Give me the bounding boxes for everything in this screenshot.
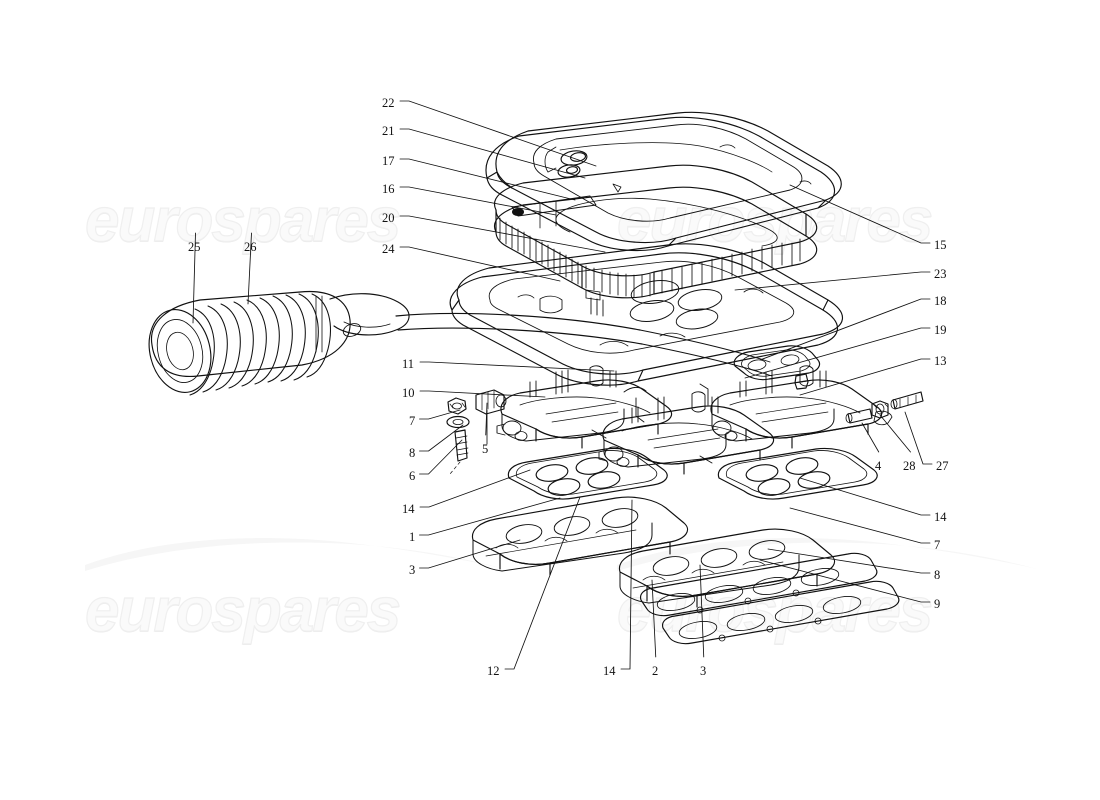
callout-leader-19 xyxy=(744,327,931,379)
callout-leader-8 xyxy=(419,424,464,452)
stud-part-6 xyxy=(449,429,469,475)
nut-part-28 xyxy=(871,400,889,419)
carburettor-right xyxy=(710,365,893,449)
callout-number-27: 27 xyxy=(936,459,949,473)
callout-leader-14 xyxy=(620,499,633,670)
callout-leader-13 xyxy=(799,358,931,396)
callout-leader-7 xyxy=(419,409,461,420)
callout-number-3: 3 xyxy=(409,563,416,577)
watermark-swoosh xyxy=(85,538,505,571)
callout-leader-15 xyxy=(789,184,931,244)
callout-leader-3 xyxy=(419,539,521,569)
watermark-swoosh xyxy=(617,538,1037,571)
tube-part-4 xyxy=(845,408,873,424)
nut-part-7 xyxy=(447,397,467,415)
callout-number-3: 3 xyxy=(700,664,707,678)
throttle-linkage xyxy=(591,383,713,464)
callout-number-12: 12 xyxy=(487,664,500,678)
carb-base-gasket-right xyxy=(717,447,878,500)
callout-number-8: 8 xyxy=(934,568,941,582)
callout-number-14: 14 xyxy=(603,664,616,678)
callout-leader-3 xyxy=(699,564,705,658)
air-cleaner-base-pan xyxy=(449,243,843,386)
callout-leader-10 xyxy=(419,390,546,398)
callout-number-16: 16 xyxy=(382,182,395,196)
callout-number-2: 2 xyxy=(652,664,659,678)
callout-number-17: 17 xyxy=(382,154,395,168)
callout-number-4: 4 xyxy=(875,459,882,473)
spacer-tube-part-27 xyxy=(890,391,924,410)
carburettor-centre xyxy=(598,391,775,475)
carb-base-gasket-left xyxy=(507,447,668,500)
callout-leader-18 xyxy=(759,298,931,361)
callout-leader-22 xyxy=(399,100,597,167)
callout-leader-8 xyxy=(767,548,931,574)
callout-leader-28 xyxy=(879,414,911,453)
callout-leader-14 xyxy=(799,477,931,516)
callout-number-22: 22 xyxy=(382,96,395,110)
callout-leader-4 xyxy=(861,422,880,453)
carburettor-left xyxy=(496,365,673,449)
washer-part-8 xyxy=(446,415,470,429)
air-intake-hose xyxy=(148,290,773,396)
callout-number-13: 13 xyxy=(934,354,947,368)
callout-number-5: 5 xyxy=(482,442,489,456)
callout-number-23: 23 xyxy=(934,267,947,281)
callout-leader-9 xyxy=(759,559,931,603)
callout-number-19: 19 xyxy=(934,323,947,337)
callout-number-7: 7 xyxy=(409,414,416,428)
callout-leader-5 xyxy=(485,402,488,436)
callout-number-28: 28 xyxy=(903,459,916,473)
callout-number-15: 15 xyxy=(934,238,947,252)
callout-number-24: 24 xyxy=(382,242,395,256)
callout-number-20: 20 xyxy=(382,211,395,225)
callout-leader-20 xyxy=(399,215,606,253)
manifold-gasket-upper xyxy=(639,552,878,617)
callout-number-8: 8 xyxy=(409,446,416,460)
callout-leader-21 xyxy=(399,128,586,179)
callout-number-14: 14 xyxy=(402,502,415,516)
callout-leader-1 xyxy=(419,497,561,536)
callout-leader-25 xyxy=(192,232,196,324)
callout-leader-12 xyxy=(504,496,581,670)
intake-manifold-right xyxy=(618,528,836,608)
callout-leader-24 xyxy=(399,246,561,282)
manifold-gasket-lower xyxy=(661,580,900,645)
callout-leader-27 xyxy=(904,411,933,465)
callout-leader-2 xyxy=(651,579,657,658)
callout-number-9: 9 xyxy=(934,597,941,611)
callout-number-21: 21 xyxy=(382,124,395,138)
callout-leader-6 xyxy=(419,439,463,475)
callout-number-26: 26 xyxy=(244,240,257,254)
callout-number-25: 25 xyxy=(188,240,201,254)
callout-leader-26 xyxy=(247,232,252,305)
callout-number-1: 1 xyxy=(409,530,416,544)
callout-leader-16 xyxy=(399,186,557,216)
callout-leader-17 xyxy=(399,158,576,201)
callout-leader-7 xyxy=(789,507,931,544)
carb-top-gasket xyxy=(733,345,821,381)
callout-leader-11 xyxy=(419,361,615,372)
callout-number-7: 7 xyxy=(934,538,941,552)
callout-number-11: 11 xyxy=(402,357,415,371)
callout-number-10: 10 xyxy=(402,386,415,400)
air-cleaner-lid xyxy=(485,111,842,252)
callout-leader-14 xyxy=(419,469,531,508)
callout-number-18: 18 xyxy=(934,294,947,308)
callout-leader-23 xyxy=(734,271,931,291)
callout-number-6: 6 xyxy=(409,469,416,483)
air-filter-element xyxy=(494,164,818,299)
callout-number-14: 14 xyxy=(934,510,947,524)
